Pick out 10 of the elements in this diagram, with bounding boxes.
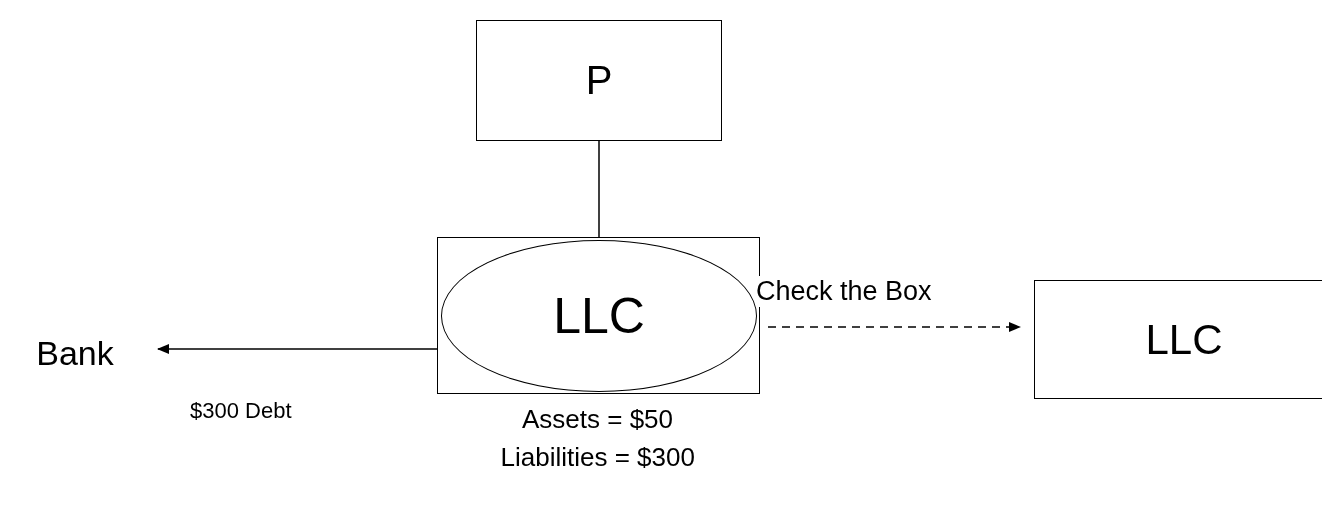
node-label: LLC (1145, 315, 1223, 364)
arrow (157, 344, 438, 354)
node-label: LLC (553, 287, 645, 345)
node-label: Bank (36, 333, 114, 373)
rectangle-box (476, 20, 722, 141)
node-label: P (585, 58, 613, 103)
edge-label: Check the Box (756, 276, 932, 307)
rectangle-box (1034, 280, 1322, 399)
connector-line (598, 140, 600, 238)
dashed-arrow (767, 322, 1021, 332)
